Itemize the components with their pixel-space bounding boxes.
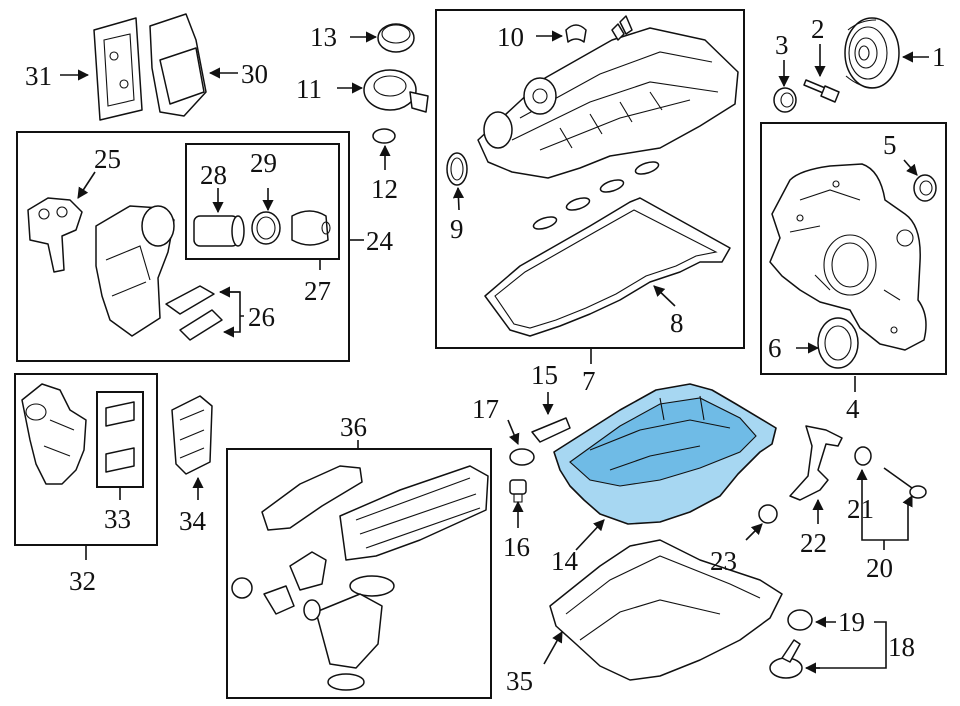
plug-part xyxy=(773,87,797,113)
label-6: 6 xyxy=(768,333,782,363)
gasket-25-part xyxy=(27,197,83,273)
label-20: 20 xyxy=(866,553,893,583)
label-33: 33 xyxy=(104,504,131,534)
seal-10-part xyxy=(565,24,587,43)
filter-cap-part xyxy=(291,210,331,246)
group-box-7 xyxy=(435,9,745,349)
label-12: 12 xyxy=(371,174,398,204)
oil-filler-cap-part xyxy=(377,23,415,53)
housing-32-part xyxy=(21,383,87,485)
label-32: 32 xyxy=(69,566,96,596)
label-36: 36 xyxy=(340,412,367,442)
label-19: 19 xyxy=(838,607,865,637)
o-ring-9-part xyxy=(446,152,468,186)
seal-5-part xyxy=(913,174,937,202)
label-16: 16 xyxy=(503,532,530,562)
o-ring-29-part xyxy=(251,211,281,245)
oil-filter-housing-part xyxy=(95,205,175,337)
gasket-31-part xyxy=(93,17,143,121)
filler-neck-part xyxy=(363,69,429,113)
label-30: 30 xyxy=(241,59,268,89)
label-22: 22 xyxy=(800,528,827,558)
valve-cover-part xyxy=(477,15,739,179)
oil-pan-lower-part-35 xyxy=(549,539,783,681)
group-box-27 xyxy=(185,143,340,260)
crankshaft-pulley-part xyxy=(844,17,900,89)
callout-labels: 1 2 3 4 5 6 7 8 9 10 11 12 13 14 15 16 1… xyxy=(25,14,946,696)
cover-30-part xyxy=(149,13,207,117)
seal-ring-6-part xyxy=(817,317,859,369)
label-8: 8 xyxy=(670,308,684,338)
label-24: 24 xyxy=(366,226,394,256)
label-7: 7 xyxy=(582,366,596,396)
label-17: 17 xyxy=(472,394,499,424)
o-ring-23-part xyxy=(758,504,778,524)
dipstick-tube-part xyxy=(789,425,843,501)
washer-17-part xyxy=(509,448,535,466)
leader-lines xyxy=(60,30,929,674)
label-26: 26 xyxy=(248,302,275,332)
label-11: 11 xyxy=(296,74,322,104)
label-27: 27 xyxy=(304,276,331,306)
filter-element-28-part xyxy=(193,215,245,247)
oil-cooler-34-part xyxy=(171,395,213,475)
egr-assembly-part xyxy=(231,465,489,691)
label-1: 1 xyxy=(932,42,946,72)
oil-pan-upper-part-14 xyxy=(553,383,777,525)
label-2: 2 xyxy=(811,14,825,44)
label-34: 34 xyxy=(179,506,207,536)
injector-gaskets-part xyxy=(532,161,660,230)
gaskets-33-part xyxy=(105,401,135,473)
group-box-36 xyxy=(226,448,492,699)
seal-19-part xyxy=(787,609,813,631)
label-4: 4 xyxy=(846,394,860,424)
o-ring-21-part xyxy=(854,446,872,466)
dipstick-part xyxy=(883,467,927,499)
label-31: 31 xyxy=(25,61,52,91)
group-box-4 xyxy=(760,122,947,375)
drain-plug-part xyxy=(509,479,527,503)
label-14: 14 xyxy=(551,546,579,576)
label-10: 10 xyxy=(497,22,524,52)
sensor-15-part xyxy=(531,417,571,443)
label-29: 29 xyxy=(250,148,277,178)
gaskets-26-part xyxy=(165,285,223,341)
label-35: 35 xyxy=(506,666,533,696)
label-21: 21 xyxy=(847,494,874,524)
label-18: 18 xyxy=(888,632,915,662)
label-28: 28 xyxy=(200,160,227,190)
pulley-bolt-part xyxy=(803,79,840,103)
label-13: 13 xyxy=(310,22,337,52)
label-23: 23 xyxy=(710,546,737,576)
label-5: 5 xyxy=(883,130,897,160)
label-9: 9 xyxy=(450,214,464,244)
valve-cover-gasket-part xyxy=(484,197,731,337)
label-15: 15 xyxy=(531,360,558,390)
group-box-24 xyxy=(16,131,350,362)
label-25: 25 xyxy=(94,144,121,174)
label-3: 3 xyxy=(775,30,789,60)
o-ring-12-part xyxy=(372,128,396,144)
oil-level-sensor-part xyxy=(769,639,803,679)
timing-cover-part xyxy=(769,163,927,351)
